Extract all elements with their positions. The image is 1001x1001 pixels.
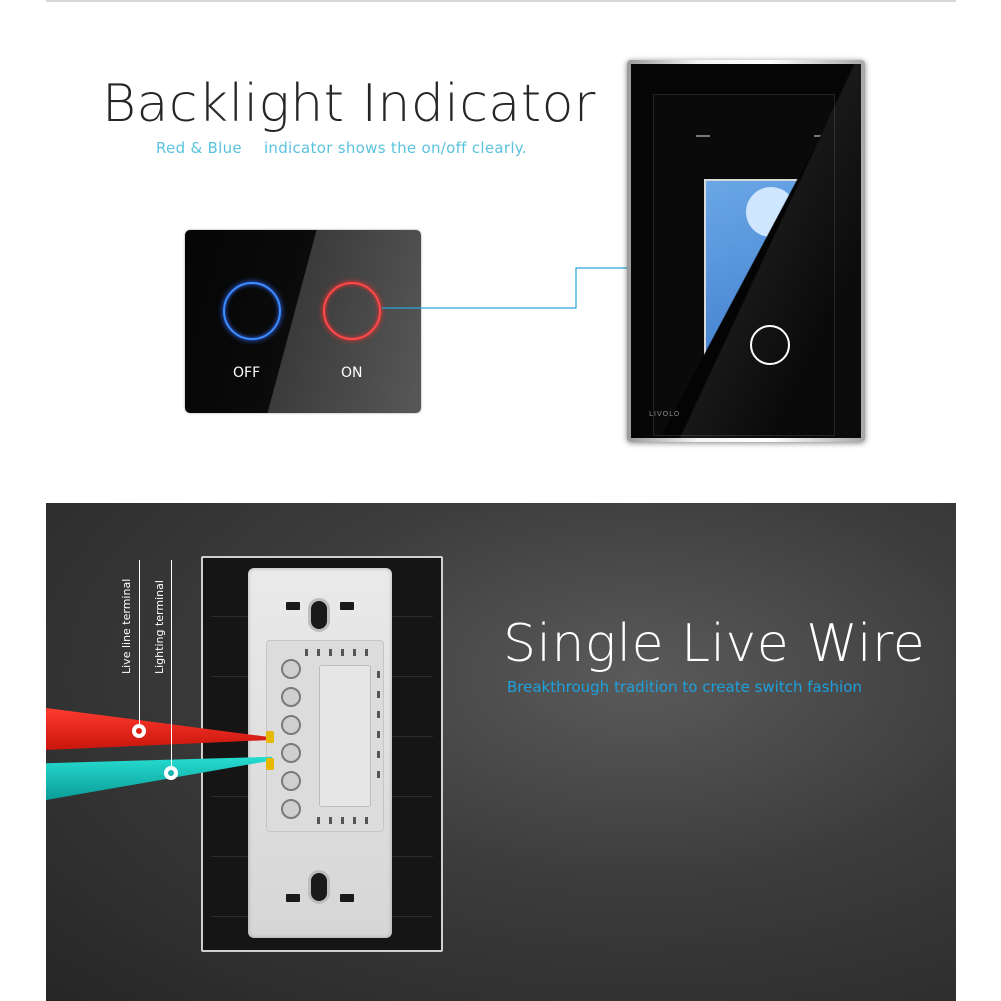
terminal-screw-icon [281,799,301,819]
indicator-demo-panel: OFF ON [185,230,421,413]
switch-inner-frame [653,94,835,436]
vent-slot [353,817,356,824]
live-wire-title: Single Live Wire [503,614,926,674]
switch-glass-panel: LIVOLO [631,64,861,438]
off-indicator-ring-icon [223,282,281,340]
mount-slot [286,602,300,610]
touch-ring-icon [750,325,790,365]
terminal-screw-icon [281,715,301,735]
on-label: ON [341,365,363,381]
vent-slot [317,817,320,824]
lighting-terminal-label: Lighting terminal [153,580,166,674]
backlight-subtitle-colors: Red & Blue [156,139,242,157]
dark-feature-band [46,503,956,1001]
terminal-screw-icon [281,659,301,679]
vent-slot [377,671,380,678]
on-indicator-ring-icon [323,282,381,340]
backlight-subtitle-text: indicator shows the on/off clearly. [263,139,527,157]
backlight-title: Backlight Indicator [102,74,596,134]
mount-slot [340,894,354,902]
vent-slot [329,817,332,824]
lighting-leader [171,560,172,770]
vent-slot [305,649,308,656]
vent-slot [377,771,380,778]
vent-slot [377,751,380,758]
lighting-wire-tip-icon [266,758,274,770]
live-line-terminal-label: Live line terminal [120,578,133,674]
vent-slot [377,731,380,738]
top-divider [46,0,956,2]
module-housing [266,640,384,832]
brand-logo: LIVOLO [649,410,681,418]
switch-module-back [248,568,392,938]
vent-slot [353,649,356,656]
mount-slot [286,894,300,902]
glass-shine [631,64,861,438]
backlight-subtitle: Red & Blue indicator shows the on/off cle… [156,139,527,157]
vent-slot [365,649,368,656]
vent-slot [365,817,368,824]
terminal-screw-icon [281,771,301,791]
mount-hole-icon [308,598,330,632]
glass-reflection [654,95,834,435]
vent-slot [377,711,380,718]
terminal-screw-icon [281,687,301,707]
live-line-marker-icon [132,724,146,738]
vent-slot [341,817,344,824]
vent-slot [329,649,332,656]
mount-slot [340,602,354,610]
lighting-marker-icon [164,766,178,780]
mount-hole-icon [308,870,330,904]
vent-slot [317,649,320,656]
vent-slot [341,649,344,656]
live-wire-subtitle: Breakthrough tradition to create switch … [507,678,862,696]
terminal-screw-icon [281,743,301,763]
live-line-leader [139,560,140,728]
vent-slot [377,691,380,698]
live-wire-tip-icon [266,731,274,743]
wall-switch-product-image: LIVOLO [627,60,865,442]
module-label-window [319,665,371,807]
off-label: OFF [233,365,261,381]
